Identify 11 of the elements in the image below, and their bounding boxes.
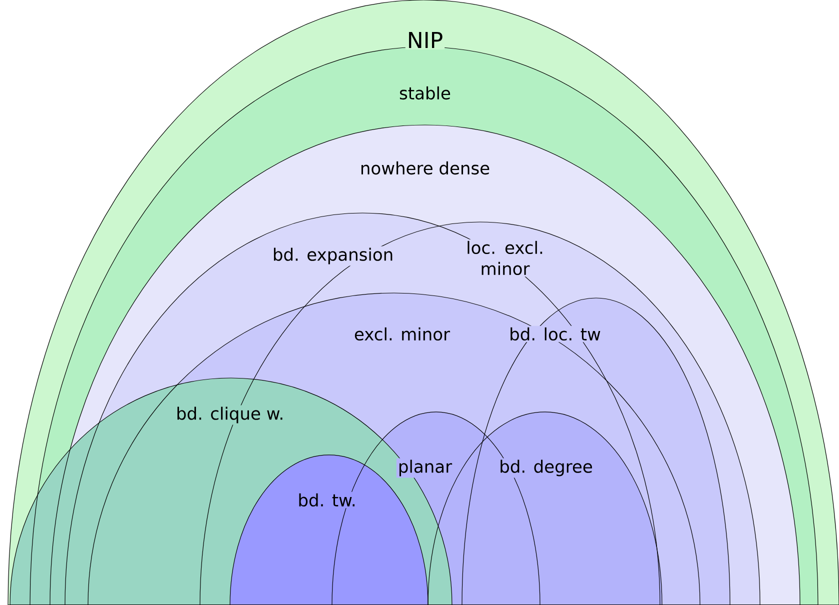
- class-label: loc. excl. minor: [454, 239, 556, 277]
- class-label: bd. loc. tw: [508, 326, 602, 342]
- class-label: nowhere dense: [358, 160, 492, 176]
- class-label: bd. clique w.: [174, 405, 286, 425]
- class-label: planar: [396, 458, 454, 478]
- class-label: bd. expansion: [270, 246, 396, 266]
- class-label: excl. minor: [352, 326, 452, 342]
- class-label: bd. degree: [498, 458, 594, 478]
- class-label: stable: [398, 84, 452, 102]
- class-label: bd. tw.: [296, 492, 358, 508]
- class-label: NIP: [405, 30, 445, 50]
